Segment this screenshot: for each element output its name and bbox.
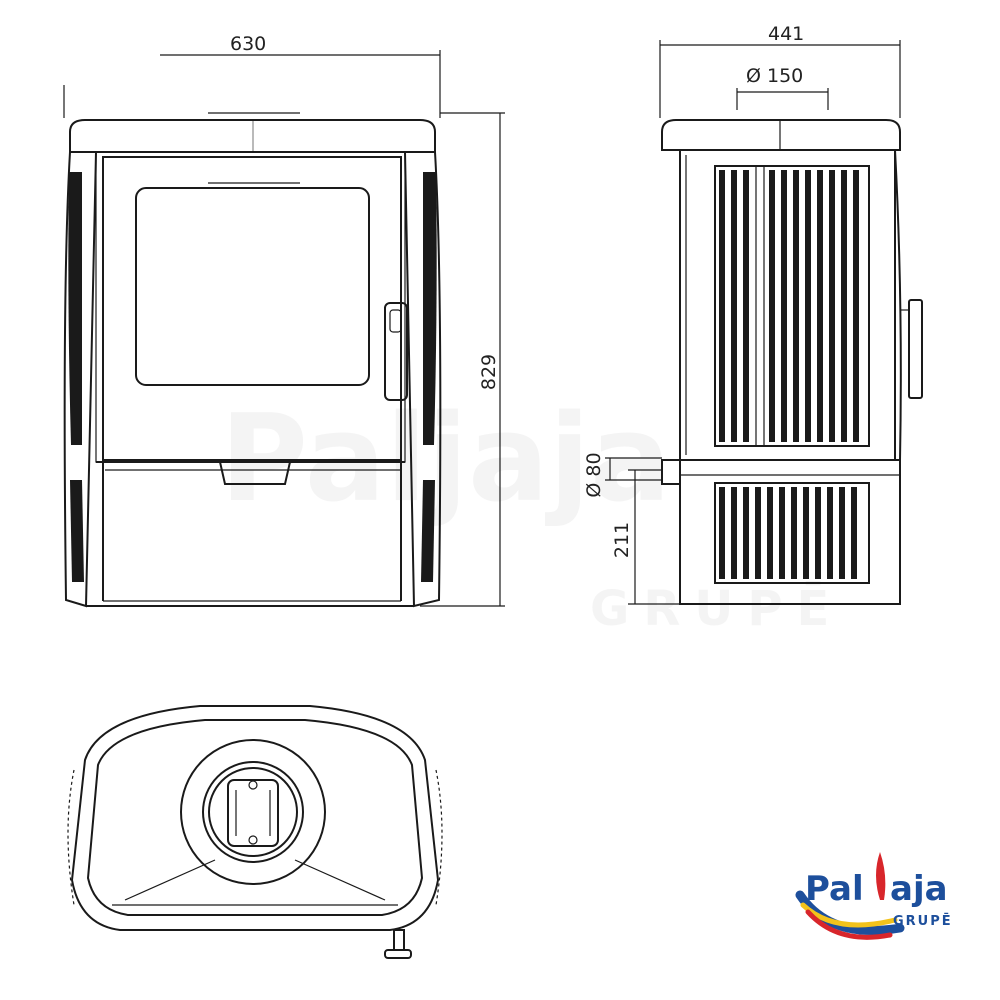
- upper-grill: [714, 165, 870, 447]
- height-label: 829: [478, 354, 500, 390]
- dimension-height: 829: [420, 112, 505, 607]
- dimension-depth: 441: [659, 23, 901, 118]
- lower-grill: [714, 482, 870, 584]
- logo-brand-part1: Pal: [805, 869, 864, 909]
- top-view: [67, 705, 443, 959]
- flue-label: Ø 150: [746, 65, 803, 87]
- front-view: [63, 112, 442, 608]
- dimension-flue: Ø 150: [736, 65, 829, 110]
- logo-brand-part2: aja: [890, 869, 948, 909]
- dimension-air-inlet: Ø 80 211: [583, 452, 680, 605]
- watermark-subtitle: GRUPĒ: [590, 581, 843, 637]
- paljaja-logo: Pal aja GRUPĒ: [795, 852, 953, 940]
- air-inlet-height-label: 211: [611, 522, 633, 558]
- air-inlet-diameter-label: Ø 80: [583, 452, 605, 497]
- side-view: [661, 119, 923, 605]
- width-label: 630: [230, 33, 266, 55]
- dimension-width: 630: [63, 33, 441, 118]
- watermark: Paljaja GRUPĒ: [220, 390, 843, 637]
- logo-subtitle: GRUPĒ: [893, 914, 953, 929]
- depth-label: 441: [768, 23, 804, 45]
